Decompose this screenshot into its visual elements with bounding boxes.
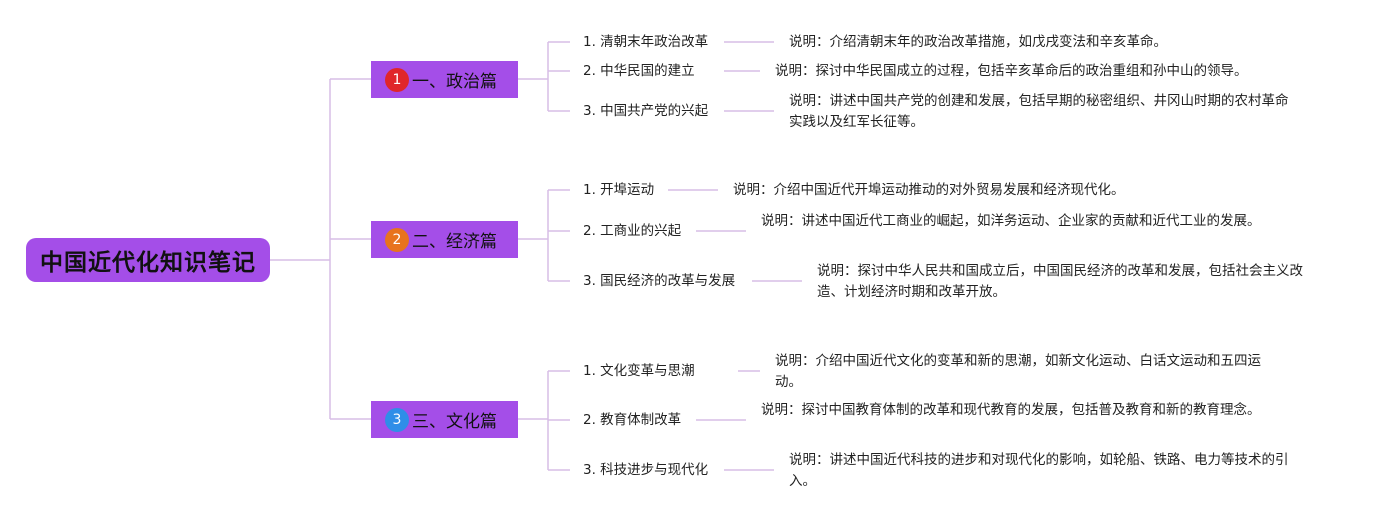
topic-description-1-2: 说明：探讨中华民国成立的过程，包括辛亥革命后的政治重组和孙中山的领导。 <box>775 63 1248 79</box>
topic-description-2-1: 说明：介绍中国近代开埠运动推动的对外贸易发展和经济现代化。 <box>733 182 1125 198</box>
topic-description-2-3: 说明：探讨中华人民共和国成立后，中国国民经济的改革和发展，包括社会主义改造、计划… <box>817 263 1303 300</box>
number-badge-icon-1: 1 <box>385 67 409 92</box>
branch-label: 三、文化篇 <box>412 412 497 432</box>
topic-3-2[interactable]: 2. 教育体制改革 <box>583 412 682 428</box>
topic-description-1-1: 说明：介绍清朝末年的政治改革措施，如戊戌变法和辛亥革命。 <box>789 34 1167 50</box>
topic-3-3[interactable]: 3. 科技进步与现代化 <box>583 462 709 478</box>
topic-3-1[interactable]: 1. 文化变革与思潮 <box>583 363 695 379</box>
topic-2-1[interactable]: 1. 开埠运动 <box>583 182 655 198</box>
topic-description-3-2: 说明：探讨中国教育体制的改革和现代教育的发展，包括普及教育和新的教育理念。 <box>761 402 1261 418</box>
number-badge-icon-2: 2 <box>385 227 409 252</box>
branch-label: 二、经济篇 <box>412 232 497 252</box>
topic-1-2[interactable]: 2. 中华民国的建立 <box>583 63 695 79</box>
topic-1-1[interactable]: 1. 清朝末年政治改革 <box>583 34 709 50</box>
topic-2-3[interactable]: 3. 国民经济的改革与发展 <box>583 273 736 289</box>
topic-1-3[interactable]: 3. 中国共产党的兴起 <box>583 103 709 119</box>
topic-description-2-2: 说明：讲述中国近代工商业的崛起，如洋务运动、企业家的贡献和近代工业的发展。 <box>761 213 1261 229</box>
branch-label: 一、政治篇 <box>412 72 497 92</box>
topic-description-3-3: 说明：讲述中国近代科技的进步和对现代化的影响，如轮船、铁路、电力等技术的引入。 <box>789 452 1289 489</box>
topic-2-2[interactable]: 2. 工商业的兴起 <box>583 223 682 239</box>
topic-description-3-1: 说明：介绍中国近代文化的变革和新的思潮，如新文化运动、白话文运动和五四运动。 <box>775 353 1261 390</box>
topic-description-1-3: 说明：讲述中国共产党的创建和发展，包括早期的秘密组织、井冈山时期的农村革命实践以… <box>789 93 1289 130</box>
number-badge-icon-3: 3 <box>385 407 409 432</box>
root-node[interactable]: 中国近代化知识笔记 <box>26 238 270 282</box>
